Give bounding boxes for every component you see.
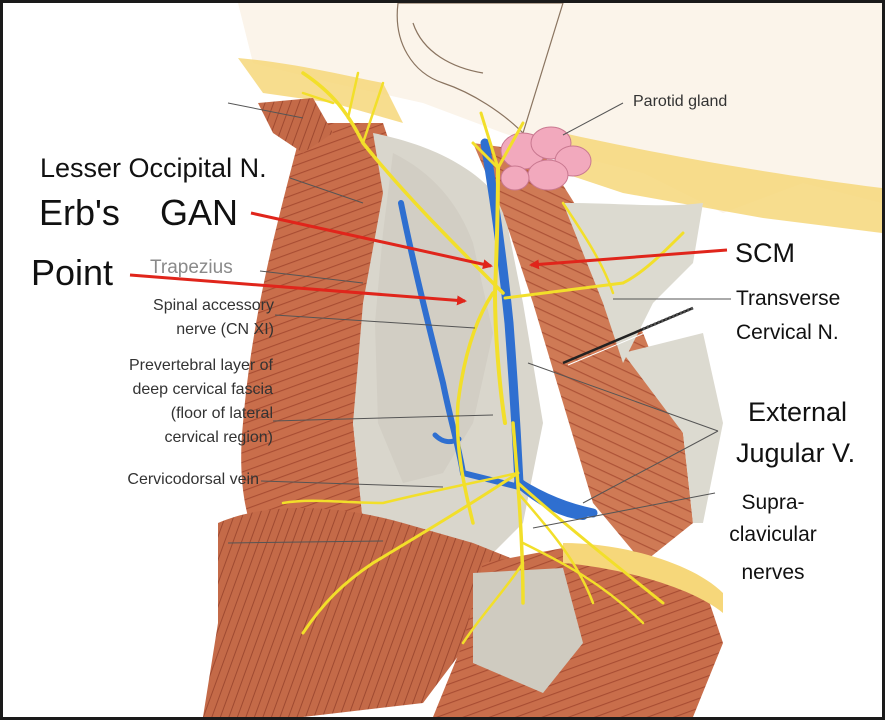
label-prevertebral-2: deep cervical fascia — [132, 381, 273, 398]
label-trapezius: Trapezius — [150, 257, 233, 278]
label-lesser-occipital: Lesser Occipital N. — [40, 153, 267, 183]
great-auricular-nerve — [493, 166, 507, 425]
red-arrows — [129, 211, 728, 306]
label-supraclavicular-1: Supra- — [741, 491, 805, 514]
label-parotid-gland: Parotid gland — [633, 93, 728, 110]
trapezius-muscle — [241, 123, 403, 623]
label-prevertebral-1: Prevertebral layer of — [128, 357, 273, 374]
nerves — [281, 71, 685, 645]
skin-area — [238, 3, 882, 213]
scm-arrow — [529, 248, 728, 270]
transverse-cervical-nerve — [503, 231, 685, 300]
lesser-occipital-nerve — [301, 71, 505, 295]
label-external-jugular-2: Jugular V. — [736, 438, 856, 468]
lower-left-muscle — [203, 508, 523, 717]
label-spinal-accessory-2: nerve (CN XI) — [176, 321, 274, 338]
label-point: Point — [31, 252, 114, 293]
label-external-jugular-1: External — [748, 397, 848, 427]
label-scm: SCM — [735, 238, 795, 268]
gan-arrow — [250, 211, 493, 270]
scm-muscle — [473, 143, 693, 563]
label-supraclavicular-2: clavicular — [729, 523, 817, 546]
lower-fascia — [473, 568, 583, 693]
label-gan: GAN — [160, 192, 239, 233]
supraclavicular-nerves — [511, 421, 525, 605]
label-transverse-cervical-2: Cervical N. — [736, 321, 839, 344]
fat-upper-right — [563, 133, 882, 233]
label-spinal-accessory-1: Spinal accessory — [153, 297, 274, 314]
label-transverse-cervical-1: Transverse — [736, 287, 841, 310]
probe-instrument — [562, 306, 696, 366]
ear-outline — [396, 3, 564, 135]
neck-anatomy-illustration — [129, 3, 882, 717]
spinal-accessory-nerve — [455, 291, 495, 525]
fascia-right — [563, 203, 703, 363]
clavicle-fat — [563, 543, 723, 613]
leader-lines — [227, 102, 731, 544]
label-erbs: Erb's — [39, 192, 120, 233]
fat-upper-left — [238, 58, 403, 123]
erbs-point-arrow — [129, 273, 467, 306]
label-prevertebral-4: cervical region) — [164, 429, 273, 446]
label-cervicodorsal-vein: Cervicodorsal vein — [127, 471, 259, 488]
label-prevertebral-3: (floor of lateral — [170, 405, 273, 422]
label-supraclavicular-3: nerves — [741, 561, 805, 584]
